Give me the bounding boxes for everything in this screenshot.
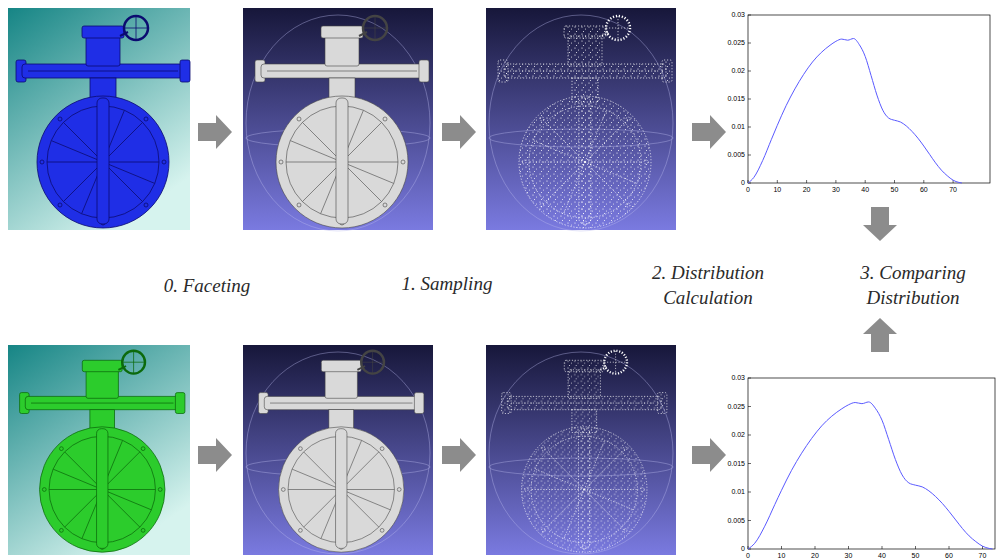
- axis-tick-label: 0.02: [715, 67, 745, 75]
- tick-mark: [748, 406, 751, 407]
- panel-ground: [486, 8, 676, 230]
- axis-tick-label: 40: [870, 552, 894, 559]
- bounding-sphere: [246, 15, 430, 231]
- mesh-panel: [243, 8, 433, 231]
- axis-tick-label: 0.025: [715, 39, 745, 47]
- point-cloud-panel: [486, 8, 676, 231]
- down-arrow: [863, 207, 897, 241]
- axis-tick-label: 10: [765, 186, 789, 194]
- valve-mesh: [259, 351, 424, 552]
- panel-ground: [243, 8, 433, 230]
- distribution-charts: [748, 15, 995, 549]
- axis-tick-label: 0.01: [715, 488, 745, 496]
- right-arrow: [442, 115, 476, 149]
- valve-point-cloud: [502, 351, 667, 552]
- axis-tick-label: 60: [912, 186, 936, 194]
- axis-tick-label: 70: [971, 552, 995, 559]
- axis-tick-label: 30: [824, 186, 848, 194]
- distribution-curve: [748, 39, 962, 183]
- tick-mark: [949, 546, 950, 549]
- step-label: 3. Comparing Distribution: [838, 260, 988, 310]
- tick-mark: [882, 546, 883, 549]
- panel-ground: [243, 345, 433, 555]
- tick-mark: [748, 492, 751, 493]
- right-arrow: [442, 438, 476, 472]
- tick-mark: [748, 15, 751, 16]
- tick-mark: [865, 180, 866, 183]
- axis-tick-label: 20: [803, 552, 827, 559]
- tick-mark: [748, 71, 751, 72]
- tick-mark: [748, 520, 751, 521]
- valve-point-cloud: [498, 16, 672, 228]
- tick-mark: [748, 127, 751, 128]
- tick-mark: [815, 546, 816, 549]
- axis-tick-label: 0.01: [715, 123, 745, 131]
- axis-tick-label: 0: [715, 179, 745, 187]
- cad-model-panel: [8, 345, 190, 555]
- tick-mark: [781, 546, 782, 549]
- chart-frame: [748, 15, 990, 183]
- step-label: 1. Sampling: [372, 271, 522, 296]
- right-arrow: [198, 115, 232, 149]
- axis-tick-label: 0.005: [715, 151, 745, 159]
- tick-mark: [923, 180, 924, 183]
- tick-mark: [777, 180, 778, 183]
- axis-tick-label: 10: [770, 552, 794, 559]
- mesh-panel: [243, 345, 433, 555]
- right-arrow: [198, 438, 232, 472]
- panel-ground: [8, 345, 190, 555]
- tick-mark: [748, 378, 751, 379]
- axis-tick-label: 50: [904, 552, 928, 559]
- right-arrow: [692, 438, 726, 472]
- panel-ground: [8, 8, 190, 230]
- axis-tick-label: 40: [853, 186, 877, 194]
- axis-tick-label: 0: [736, 186, 760, 194]
- axis-tick-label: 0: [736, 552, 760, 559]
- axis-tick-label: 0.015: [715, 460, 745, 468]
- tick-mark: [748, 463, 751, 464]
- axis-tick-label: 0.025: [715, 403, 745, 411]
- axis-tick-label: 0.005: [715, 517, 745, 525]
- tick-mark: [894, 180, 895, 183]
- axis-tick-label: 30: [837, 552, 861, 559]
- tick-mark: [806, 180, 807, 183]
- axis-tick-label: 0.03: [715, 374, 745, 382]
- tick-mark: [748, 155, 751, 156]
- axis-tick-label: 0.015: [715, 95, 745, 103]
- up-arrow: [863, 318, 897, 352]
- axis-tick-label: 60: [937, 552, 961, 559]
- axis-tick-label: 0.02: [715, 431, 745, 439]
- bounding-sphere: [489, 15, 673, 231]
- axis-tick-label: 0.03: [715, 11, 745, 19]
- right-arrow: [692, 115, 726, 149]
- chart-frame: [748, 378, 995, 549]
- tick-mark: [748, 99, 751, 100]
- point-cloud-panel: [486, 345, 676, 555]
- axis-tick-label: 70: [941, 186, 965, 194]
- cad-model-panel: [8, 8, 190, 230]
- valve-model: [20, 351, 185, 552]
- tick-mark: [835, 180, 836, 183]
- panel-ground: [486, 345, 676, 555]
- line-chart: [748, 378, 995, 549]
- axis-tick-label: 0: [715, 545, 745, 553]
- line-chart: [748, 15, 990, 183]
- step-label: 2. Distribution Calculation: [633, 260, 783, 310]
- tick-mark: [915, 546, 916, 549]
- distribution-curve: [748, 402, 993, 549]
- tick-mark: [748, 435, 751, 436]
- valve-mesh: [255, 16, 429, 228]
- axis-tick-label: 20: [795, 186, 819, 194]
- axis-tick-label: 50: [883, 186, 907, 194]
- valve-model: [16, 16, 190, 228]
- tick-mark: [848, 546, 849, 549]
- step-label: 0. Faceting: [132, 273, 282, 298]
- tick-mark: [748, 43, 751, 44]
